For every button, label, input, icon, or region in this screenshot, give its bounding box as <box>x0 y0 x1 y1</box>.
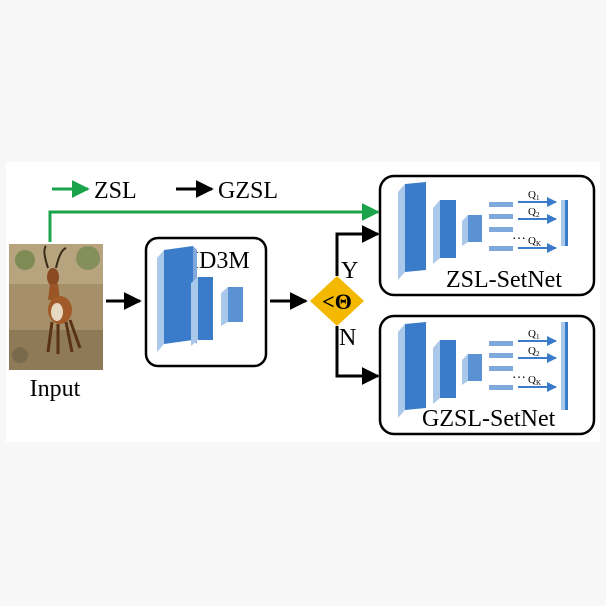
gzsl-ellipsis: … <box>512 367 526 382</box>
gzsl-q1-label: Q1 <box>528 328 540 341</box>
zsl-block-2 <box>440 200 456 258</box>
gzsl-fc-2 <box>489 353 513 358</box>
zsl-block-3 <box>468 215 482 242</box>
svg-text:<Θ: <Θ <box>322 289 352 314</box>
antelope-icon <box>43 245 82 354</box>
gzsl-output-bar <box>561 322 567 410</box>
gzsl-block-2 <box>440 340 456 398</box>
id3m-module: ID3M <box>144 236 268 368</box>
input-image <box>9 244 103 370</box>
gzsl-fc-3 <box>489 366 513 371</box>
legend: ZSL GZSL <box>52 178 278 204</box>
legend-zsl-label: ZSL <box>94 178 137 204</box>
id3m-block-1-front <box>164 246 193 344</box>
legend-gzsl-label: GZSL <box>218 178 278 204</box>
zsl-path-arrow <box>48 203 380 242</box>
id3m-block-2-front <box>198 277 213 340</box>
gzsl-qk-label: QK <box>528 374 541 387</box>
zsl-output-bar <box>561 200 567 246</box>
no-branch-arrow <box>335 326 380 385</box>
gzsl-setnet-module: Q1 Q2 … QK GZSL-SetNet <box>378 314 596 436</box>
gzsl-fc-4 <box>489 385 513 390</box>
decision-node: <Θ <box>310 276 364 326</box>
zsl-ellipsis: … <box>512 228 526 243</box>
yes-label: Y <box>341 258 358 284</box>
zsl-q2-label: Q2 <box>528 206 540 219</box>
decision-prefix: < <box>322 289 335 314</box>
id3m-block-1-side <box>157 250 164 352</box>
input-label: Input <box>30 376 81 402</box>
no-label: N <box>339 325 356 351</box>
zsl-fc-3 <box>489 227 513 232</box>
gzsl-fc-1 <box>489 341 513 346</box>
decision-diamond <box>310 276 364 326</box>
id3m-label: ID3M <box>191 248 250 274</box>
yes-branch-arrow <box>335 225 380 276</box>
gzsl-block-1 <box>405 322 426 410</box>
zsl-setnet-box <box>378 174 596 297</box>
gzsl-setnet-label: GZSL-SetNet <box>422 406 556 432</box>
zsl-block-1 <box>405 182 426 272</box>
theta-symbol: Θ <box>335 289 352 314</box>
zsl-qk-label: QK <box>528 235 541 248</box>
gzsl-q2-label: Q2 <box>528 345 540 358</box>
zsl-setnet-module: Q1 Q2 … QK ZSL-SetNet <box>378 174 596 297</box>
id3m-block-3-front <box>228 287 243 322</box>
zsl-fc-2 <box>489 214 513 219</box>
zsl-fc-1 <box>489 202 513 207</box>
zsl-fc-4 <box>489 246 513 251</box>
zsl-setnet-label: ZSL-SetNet <box>446 267 562 293</box>
gzsl-block-3 <box>468 354 482 381</box>
zsl-q1-label: Q1 <box>528 189 540 202</box>
gzsl-setnet-box <box>378 314 596 436</box>
